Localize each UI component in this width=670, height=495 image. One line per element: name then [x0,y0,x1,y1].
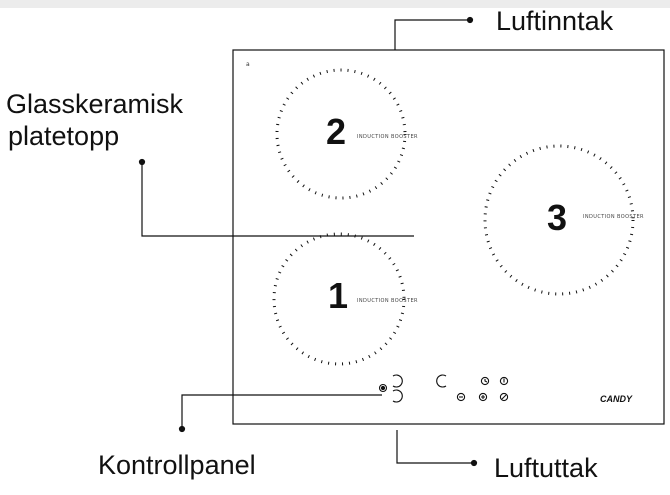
zone-1-number: 1 [328,275,348,316]
label-control-panel: Kontrollpanel [98,450,256,480]
leader-lines [138,16,478,467]
zone-1-booster-label: INDUCTION BOOSTER [357,298,418,304]
control-panel [378,374,509,403]
cooking-zone-3: 3 INDUCTION BOOSTER [483,144,644,296]
leader-control-panel-dot [178,425,186,433]
leader-air-intake-dot [466,16,474,24]
leader-air-outlet-dot [470,459,478,467]
leader-air-outlet [396,430,472,464]
label-glass-top-line2: platetopp [8,121,119,151]
power-icon [499,376,509,386]
zone-3-booster-label: INDUCTION BOOSTER [583,214,644,220]
lock-icon [499,392,509,402]
top-band [0,0,670,8]
plus-icon [478,392,488,402]
label-glass-top-line1: Glasskeramisk [6,89,184,119]
timer-icon [480,376,490,386]
cooktop-panel [232,49,665,425]
leader-control-panel [181,394,382,427]
zone-1-ring [272,232,406,366]
zone-2-booster-label: INDUCTION BOOSTER [357,134,418,140]
label-air-intake: Luftinntak [496,6,614,36]
zone-3-ring [483,144,635,296]
slider-ring-lower-icon [392,389,403,403]
corner-mark: a [246,61,250,68]
power-indicator-icon [378,383,388,393]
minus-icon [456,392,466,402]
slider-ring-upper-icon [392,374,403,388]
arc-icon [436,374,447,388]
zone-3-number: 3 [547,197,567,238]
zone-2-ring [275,68,407,200]
label-air-outlet: Luftuttak [494,453,598,483]
leader-air-intake [394,19,468,50]
brand-logo: CANDY [600,394,633,404]
cooking-zone-2: 2 INDUCTION BOOSTER [275,68,418,200]
leader-glass-top [141,163,414,237]
cooking-zone-1: 1 INDUCTION BOOSTER [272,232,418,366]
zone-2-number: 2 [326,111,346,152]
leader-glass-top-dot [138,158,146,166]
